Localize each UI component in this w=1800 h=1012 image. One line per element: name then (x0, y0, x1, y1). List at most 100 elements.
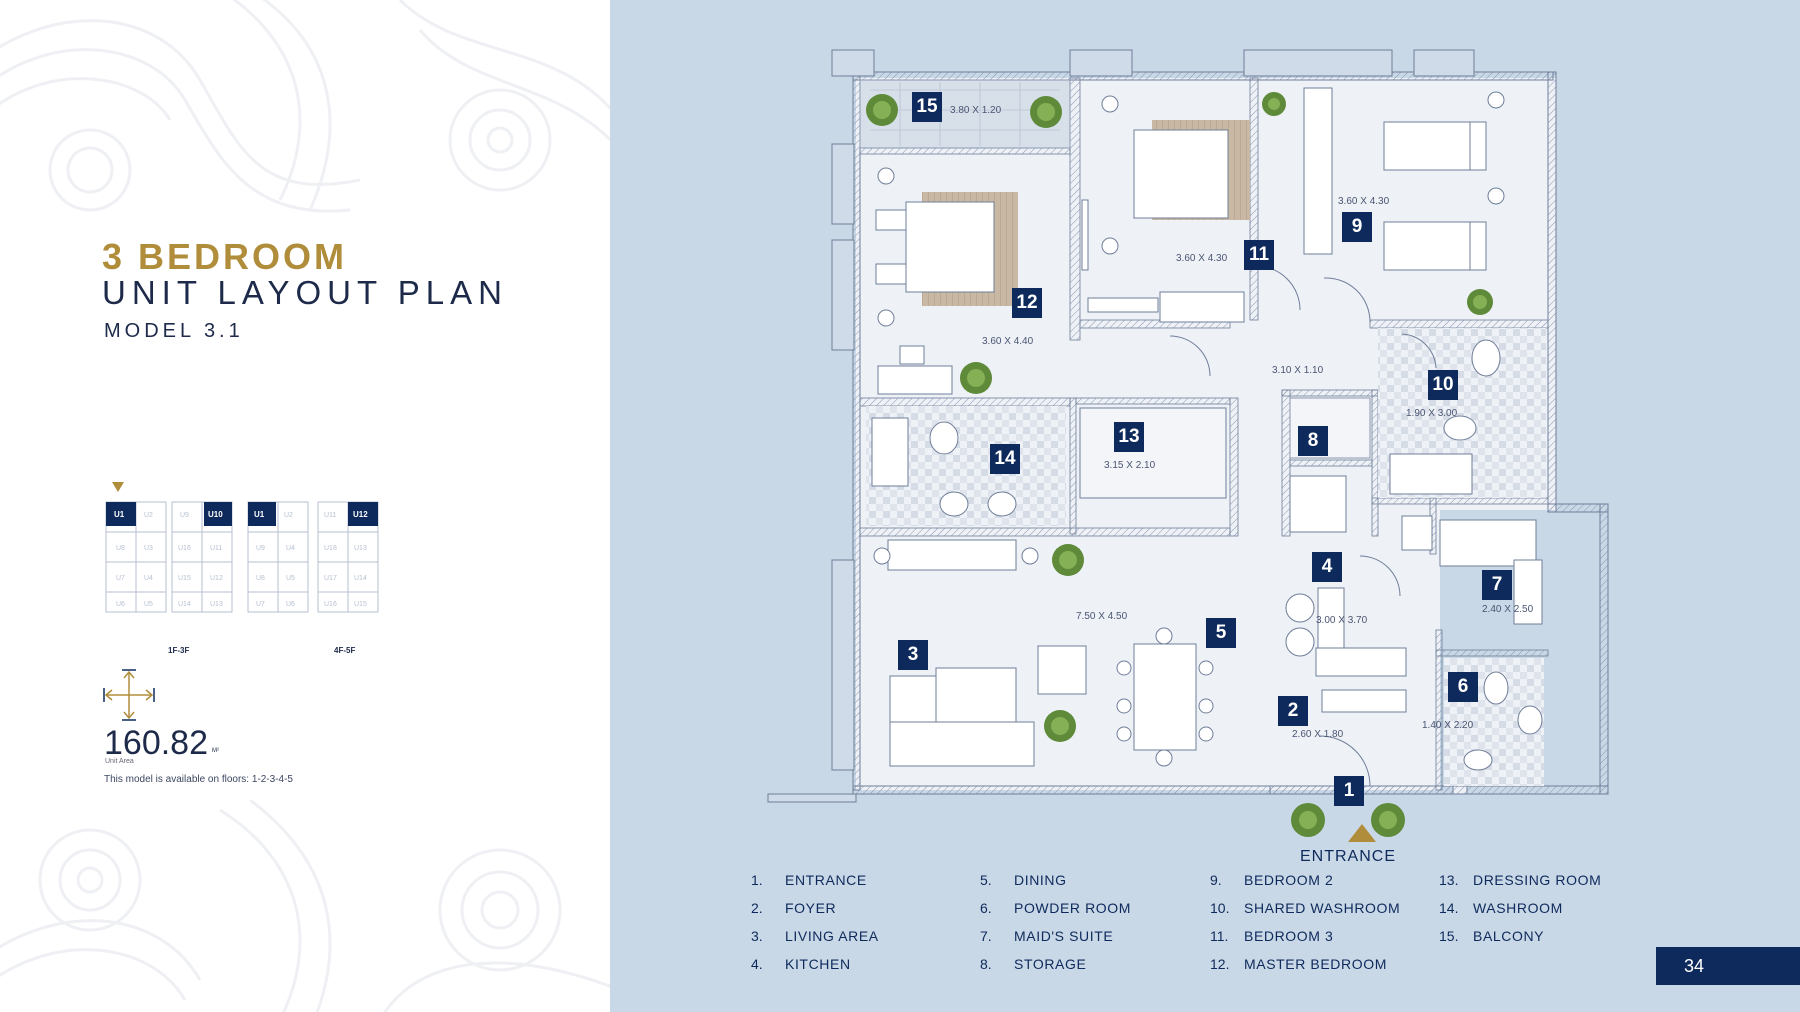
legend-number: 11. (1210, 928, 1229, 944)
legend-number: 10. (1210, 900, 1230, 916)
page-subtitle: UNIT LAYOUT PLAN (102, 274, 508, 311)
room-badge-15: 15 (912, 92, 942, 122)
svg-text:U2: U2 (284, 512, 293, 519)
room-dimensions-10: 1.90 X 3.00 (1406, 408, 1458, 419)
svg-text:U3: U3 (144, 545, 153, 552)
room-dimensions-9: 3.60 X 4.30 (1338, 196, 1390, 207)
svg-text:U6: U6 (286, 601, 295, 608)
svg-text:U9: U9 (180, 512, 189, 519)
svg-text:U4: U4 (286, 545, 295, 552)
room-dimensions-6: 1.40 X 2.20 (1422, 720, 1474, 731)
legend-label: BALCONY (1473, 928, 1545, 944)
legend-label: MASTER BEDROOM (1244, 956, 1387, 972)
unit-area-value: 160.82 (104, 724, 208, 762)
svg-text:U5: U5 (286, 575, 295, 582)
room-dimensions-13: 3.15 X 2.10 (1104, 460, 1156, 471)
legend-number: 13. (1439, 872, 1459, 888)
svg-text:U12: U12 (210, 575, 223, 582)
svg-text:U9: U9 (256, 545, 265, 552)
availability-note: This model is available on floors: 1-2-3… (104, 774, 293, 785)
svg-text:U15: U15 (178, 575, 191, 582)
svg-text:U11: U11 (324, 512, 336, 519)
room-badge-6: 6 (1448, 672, 1478, 702)
svg-text:U1: U1 (114, 510, 125, 519)
svg-text:U17: U17 (324, 575, 337, 582)
legend-number: 15. (1439, 928, 1459, 944)
legend-label: SHARED WASHROOM (1244, 900, 1401, 916)
room-legend: 1. ENTRANCE 2. FOYER 3.LIVING AREA 4. KITCH… (751, 872, 1671, 988)
legend-label: ENTRANCE (785, 872, 867, 888)
legend-item: 13. DRESSING ROOM (1439, 872, 1601, 888)
legend-number: 14. (1439, 900, 1459, 916)
legend-number: 9. (1210, 872, 1222, 888)
legend-label: FOYER (785, 900, 837, 916)
svg-text:U5: U5 (144, 601, 153, 608)
legend-number: 8. (980, 956, 992, 972)
unit-area-caption: Unit Area (105, 758, 134, 765)
room-badge-2: 2 (1278, 696, 1308, 726)
room-badge-3: 3 (898, 640, 928, 670)
svg-text:U11: U11 (210, 545, 222, 552)
legend-number: 6. (980, 900, 992, 916)
legend-item: 4. KITCHEN (751, 956, 851, 972)
room-badge-5: 5 (1206, 618, 1236, 648)
legend-item: 8. STORAGE (980, 956, 1086, 972)
svg-text:U6: U6 (116, 601, 125, 608)
legend-item: 5.DINING (980, 872, 1067, 888)
svg-text:U10: U10 (208, 510, 223, 519)
svg-text:U16: U16 (324, 601, 337, 608)
room-badge-12: 12 (1012, 288, 1042, 318)
plant-icon (866, 92, 1493, 837)
svg-text:U7: U7 (116, 575, 125, 582)
svg-text:U7: U7 (256, 601, 265, 608)
legend-item: 2. FOYER (751, 900, 836, 916)
legend-item: 3.LIVING AREA (751, 928, 879, 944)
legend-label: WASHROOM (1473, 900, 1563, 916)
legend-item: 1. ENTRANCE (751, 872, 867, 888)
svg-text:U14: U14 (178, 601, 191, 608)
room-dimensions-15: 3.80 X 1.20 (950, 105, 1002, 116)
legend-item: 12.MASTER BEDROOM (1210, 956, 1387, 972)
legend-number: 4. (751, 956, 763, 972)
svg-text:U15: U15 (354, 601, 367, 608)
svg-text:U12: U12 (353, 510, 368, 519)
svg-text:U16: U16 (178, 545, 191, 552)
floor-plan-drawing (767, 49, 1609, 842)
room-dimensions-4: 3.00 X 3.70 (1316, 615, 1368, 626)
model-name: MODEL 3.1 (104, 320, 244, 342)
room-badge-7: 7 (1482, 570, 1512, 600)
legend-label: STORAGE (1014, 956, 1087, 972)
legend-item: 6. POWDER ROOM (980, 900, 1131, 916)
floors-label-1: 1F-3F (168, 646, 190, 655)
decorative-swirl-bottom (0, 800, 610, 1012)
svg-text:U13: U13 (210, 601, 223, 608)
legend-item: 15. BALCONY (1439, 928, 1544, 944)
floors-label-2: 4F-5F (334, 646, 356, 655)
svg-text:U2: U2 (144, 512, 153, 519)
legend-item: 11.BEDROOM 3 (1210, 928, 1333, 944)
legend-label: KITCHEN (785, 956, 851, 972)
room-badge-14: 14 (990, 444, 1020, 474)
info-panel: 3 BEDROOM UNIT LAYOUT PLAN MODEL 3.1 (0, 0, 610, 1012)
svg-text:U13: U13 (354, 545, 367, 552)
legend-label: POWDER ROOM (1014, 900, 1132, 916)
legend-number: 3. (751, 928, 763, 944)
room-dimensions-7: 2.40 X 2.50 (1482, 604, 1534, 615)
entrance-label: ENTRANCE (1300, 848, 1397, 865)
legend-item: 7.MAID'S SUITE (980, 928, 1113, 944)
legend-label: DRESSING ROOM (1473, 872, 1602, 888)
legend-label: BEDROOM 2 (1244, 872, 1334, 888)
room-badge-4: 4 (1312, 552, 1342, 582)
corridor-dimensions: 3.10 X 1.10 (1272, 365, 1324, 376)
room-dimensions-2: 2.60 X 1.80 (1292, 729, 1344, 740)
page-title: 3 BEDROOM (102, 236, 348, 277)
room-badge-13: 13 (1114, 422, 1144, 452)
legend-number: 2. (751, 900, 763, 916)
legend-item: 14. WASHROOM (1439, 900, 1563, 916)
room-badge-1: 1 (1334, 776, 1364, 806)
position-marker-icon (112, 482, 124, 492)
legend-number: 1. (751, 872, 763, 888)
legend-number: 5. (980, 872, 992, 888)
